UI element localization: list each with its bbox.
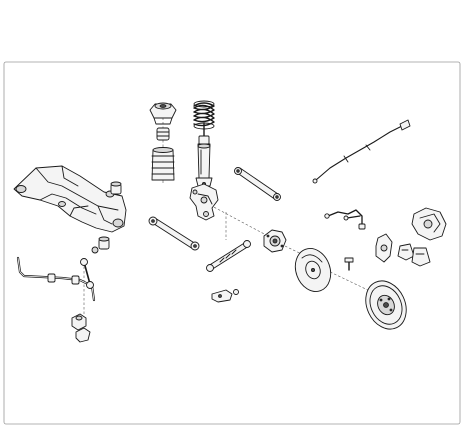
brake-disc <box>365 280 407 330</box>
track-rod <box>206 240 251 272</box>
brake-pads <box>397 243 431 267</box>
stabilizer-link <box>80 246 99 289</box>
rear-axle-subframe <box>13 165 127 233</box>
handbrake-cable <box>312 119 411 184</box>
brake-caliper <box>375 207 447 263</box>
subframe-mount-bush <box>98 181 122 250</box>
small-bracket <box>211 289 239 303</box>
diagram-frame <box>3 61 461 425</box>
strut-top-mount <box>149 102 177 125</box>
lower-control-arm <box>148 216 200 251</box>
mounting-bolts <box>343 215 361 271</box>
stabilizer-bush <box>71 313 91 343</box>
shock-absorber <box>195 123 213 187</box>
bump-stop-and-dust-cover <box>151 127 175 181</box>
wheel-hub-bearing <box>263 229 287 253</box>
brake-hose <box>324 209 366 230</box>
wheel-knuckle <box>189 183 219 221</box>
upper-control-arm <box>234 167 281 201</box>
brake-dust-shield <box>294 248 332 292</box>
